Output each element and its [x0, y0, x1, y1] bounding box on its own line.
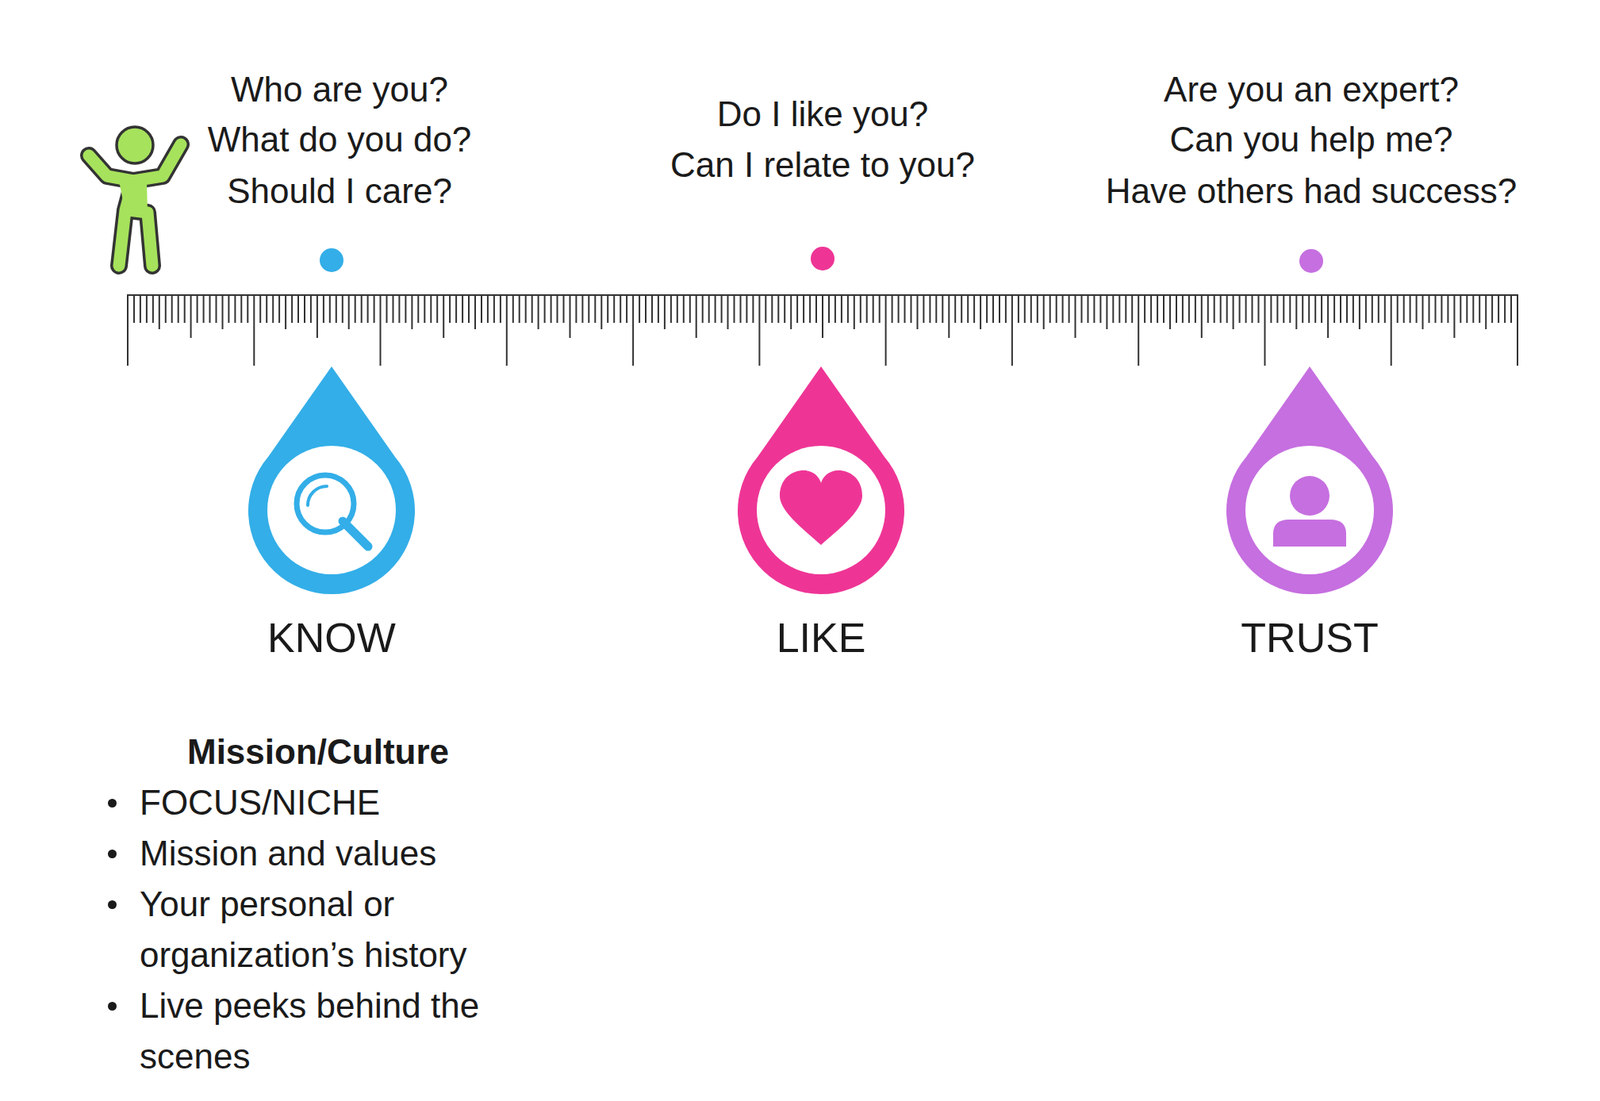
drop-inner	[1245, 445, 1374, 575]
drop-pin: KNOW	[244, 364, 419, 667]
drop-shape	[733, 364, 909, 603]
bullet-dot	[107, 900, 117, 910]
question-text: Do I like you?	[717, 92, 929, 135]
question-text: Are you an expert?	[1163, 68, 1459, 111]
bullet-item: Mission and values	[139, 828, 529, 879]
bullet-text: Your personal or organization’s history	[139, 884, 468, 975]
drop-shape	[244, 364, 419, 603]
drop-inner	[756, 445, 886, 575]
drop-outline	[1226, 366, 1393, 595]
section-heading: Mission/Culture	[187, 730, 449, 773]
bullet-dot	[107, 849, 117, 859]
bullet-text: FOCUS/NICHE	[139, 782, 380, 822]
question-text: Have others had success?	[1105, 169, 1518, 212]
lens-ring	[296, 475, 354, 533]
drop-pin: LIKE	[733, 364, 909, 667]
figure-head	[116, 126, 154, 164]
marker-dot	[319, 248, 344, 273]
ruler-ticks	[127, 294, 1518, 366]
heart-icon	[779, 470, 863, 545]
marker-dot	[1299, 249, 1324, 273]
stage-label: TRUST	[1222, 613, 1397, 663]
bullet-dot	[107, 798, 117, 808]
bullet-text: Mission and values	[139, 833, 437, 873]
question-text: Who are you?	[230, 68, 449, 111]
person-body	[1273, 519, 1347, 547]
figure-torso	[118, 180, 148, 213]
person-head	[1289, 475, 1330, 516]
bullet-item: Live peeks behind the scenes	[139, 980, 529, 1083]
marker-dot	[810, 246, 835, 271]
question-text: Should I care?	[226, 169, 453, 212]
drop-inner	[267, 445, 396, 575]
drop-outline	[737, 366, 905, 595]
bullet-dot	[107, 1001, 117, 1011]
bullet-text: Live peeks behind the scenes	[139, 986, 480, 1076]
question-text: Can I relate to you?	[670, 143, 975, 186]
stage-label: KNOW	[244, 613, 419, 663]
stage-label: LIKE	[733, 613, 909, 663]
lens-glint	[307, 486, 327, 506]
bullet-item: Your personal or organization’s history	[139, 878, 529, 981]
drop-outline	[248, 366, 415, 595]
bullet-item: FOCUS/NICHE	[139, 777, 529, 829]
drop-shape	[1222, 364, 1397, 603]
question-text: What do you do?	[207, 118, 472, 161]
drop-pin: TRUST	[1222, 364, 1397, 667]
question-text: Can you help me?	[1169, 118, 1453, 161]
stick-figure	[88, 126, 181, 266]
